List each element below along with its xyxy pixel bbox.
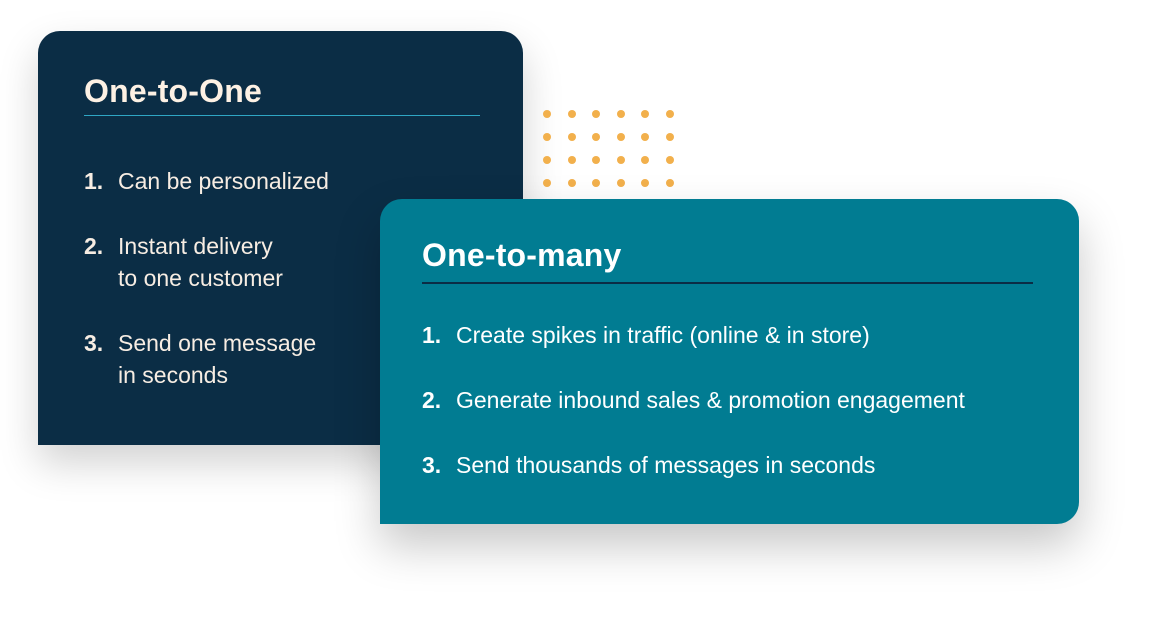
dot-icon — [567, 156, 576, 164]
dot-icon — [567, 133, 576, 141]
list-item-number: 1. — [84, 168, 104, 194]
list-item: 1. Can be personalized — [84, 165, 329, 197]
dot-icon — [543, 133, 551, 141]
list-item-number: 2. — [422, 387, 442, 413]
list-item-text: Send thousands of messages in seconds — [456, 452, 876, 478]
list-item-text: Create spikes in traffic (online & in st… — [456, 322, 870, 348]
list-item-text: Can be personalized — [118, 168, 329, 194]
dot-icon — [665, 156, 674, 164]
dot-icon — [641, 156, 650, 164]
dot-icon — [592, 133, 601, 141]
dot-icon — [543, 179, 551, 187]
dot-icon — [665, 179, 674, 187]
list-item-text: Send one message in seconds — [118, 330, 317, 388]
dot-icon — [592, 179, 601, 187]
list-item-number: 2. — [84, 233, 104, 259]
one-to-many-title-divider — [422, 282, 1033, 284]
dot-icon — [567, 110, 576, 118]
one-to-one-title: One-to-One — [84, 73, 262, 109]
dot-icon — [616, 156, 625, 164]
one-to-many-title: One-to-many — [422, 237, 622, 273]
dot-icon — [665, 110, 674, 118]
list-item-text: Instant delivery to one customer — [118, 233, 283, 291]
dot-icon — [641, 133, 650, 141]
dot-icon — [641, 179, 650, 187]
dot-icon — [641, 110, 650, 118]
dot-icon — [616, 110, 625, 118]
list-item: 3. Send thousands of messages in seconds — [422, 449, 965, 481]
dot-icon — [567, 179, 576, 187]
one-to-many-card: One-to-many 1. Create spikes in traffic … — [380, 199, 1079, 524]
one-to-one-title-divider — [84, 115, 480, 116]
list-item-number: 1. — [422, 322, 442, 348]
one-to-one-list: 1. Can be personalized 2. Instant delive… — [84, 165, 329, 424]
one-to-many-list: 1. Create spikes in traffic (online & in… — [422, 319, 965, 514]
dot-icon — [616, 133, 625, 141]
list-item-number: 3. — [84, 330, 104, 356]
decorative-dot-grid — [543, 110, 676, 189]
dot-icon — [665, 133, 674, 141]
list-item: 2. Instant delivery to one customer — [84, 230, 329, 294]
dot-icon — [592, 110, 601, 118]
list-item-text: Generate inbound sales & promotion engag… — [456, 387, 965, 413]
list-item: 2. Generate inbound sales & promotion en… — [422, 384, 965, 416]
dot-icon — [543, 156, 551, 164]
dot-icon — [616, 179, 625, 187]
list-item: 3. Send one message in seconds — [84, 327, 329, 391]
list-item: 1. Create spikes in traffic (online & in… — [422, 319, 965, 351]
dot-icon — [543, 110, 551, 118]
list-item-number: 3. — [422, 452, 442, 478]
dot-icon — [592, 156, 601, 164]
